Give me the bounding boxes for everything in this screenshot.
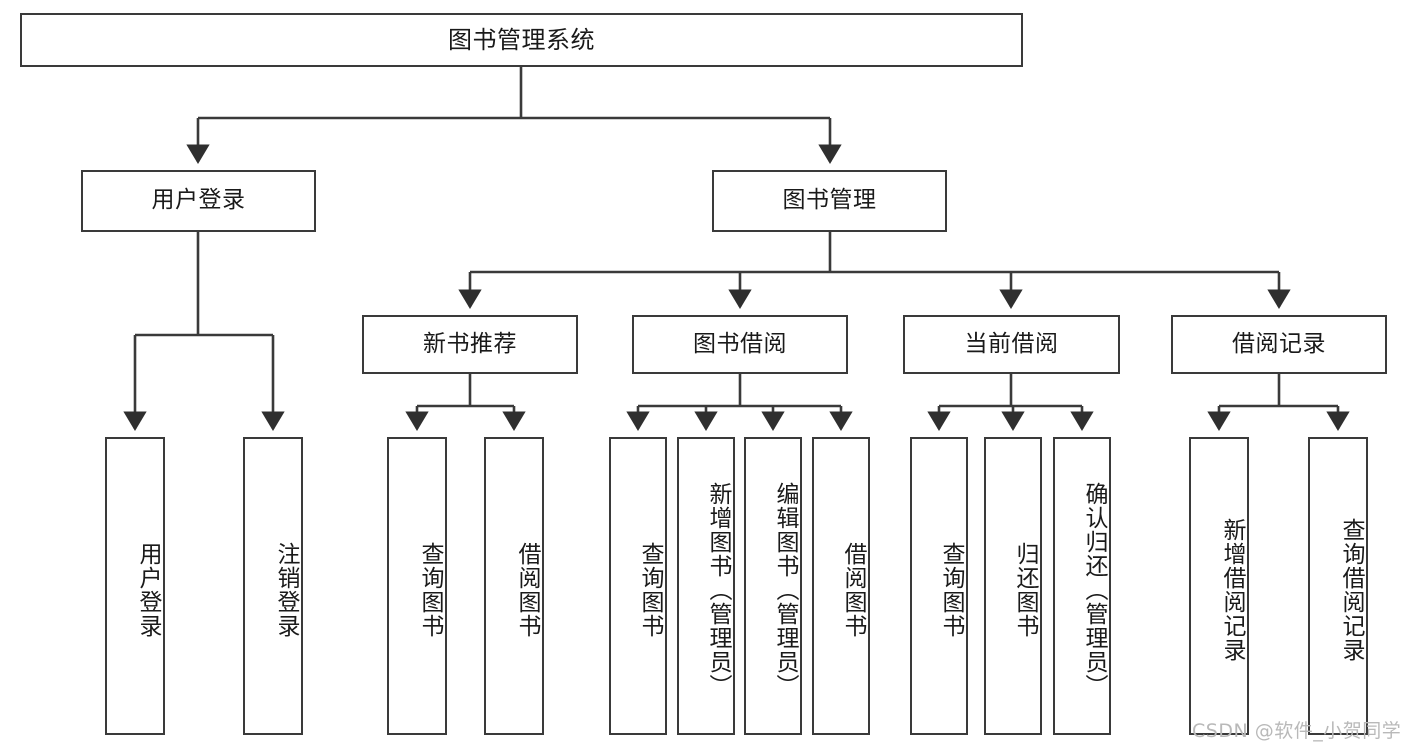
csdn-watermark: CSDN @软件_小贺同学 — [1192, 720, 1402, 742]
node-root[interactable]: 图书管理系统 — [20, 13, 1023, 67]
leaf-add-borrow-record[interactable]: 新增借阅记录 — [1189, 437, 1249, 735]
node-book-management[interactable]: 图书管理 — [712, 170, 947, 232]
node-book-borrow[interactable]: 图书借阅 — [632, 315, 848, 374]
leaf-query-book-recommend[interactable]: 查询图书 — [387, 437, 447, 735]
leaf-edit-book-admin[interactable]: 编辑图书（管理员） — [744, 437, 802, 735]
leaf-query-borrow-record[interactable]: 查询借阅记录 — [1308, 437, 1368, 735]
leaf-add-book-admin[interactable]: 新增图书（管理员） — [677, 437, 735, 735]
node-user-login[interactable]: 用户登录 — [81, 170, 316, 232]
leaf-borrow-book[interactable]: 借阅图书 — [812, 437, 870, 735]
node-new-book-recommend[interactable]: 新书推荐 — [362, 315, 578, 374]
leaf-query-book-borrow[interactable]: 查询图书 — [609, 437, 667, 735]
leaf-logout[interactable]: 注销登录 — [243, 437, 303, 735]
leaf-query-book-current[interactable]: 查询图书 — [910, 437, 968, 735]
node-borrow-record[interactable]: 借阅记录 — [1171, 315, 1387, 374]
leaf-borrow-book-recommend[interactable]: 借阅图书 — [484, 437, 544, 735]
node-current-borrow[interactable]: 当前借阅 — [903, 315, 1120, 374]
leaf-confirm-return-admin[interactable]: 确认归还（管理员） — [1053, 437, 1111, 735]
leaf-return-book[interactable]: 归还图书 — [984, 437, 1042, 735]
leaf-user-login[interactable]: 用户登录 — [105, 437, 165, 735]
